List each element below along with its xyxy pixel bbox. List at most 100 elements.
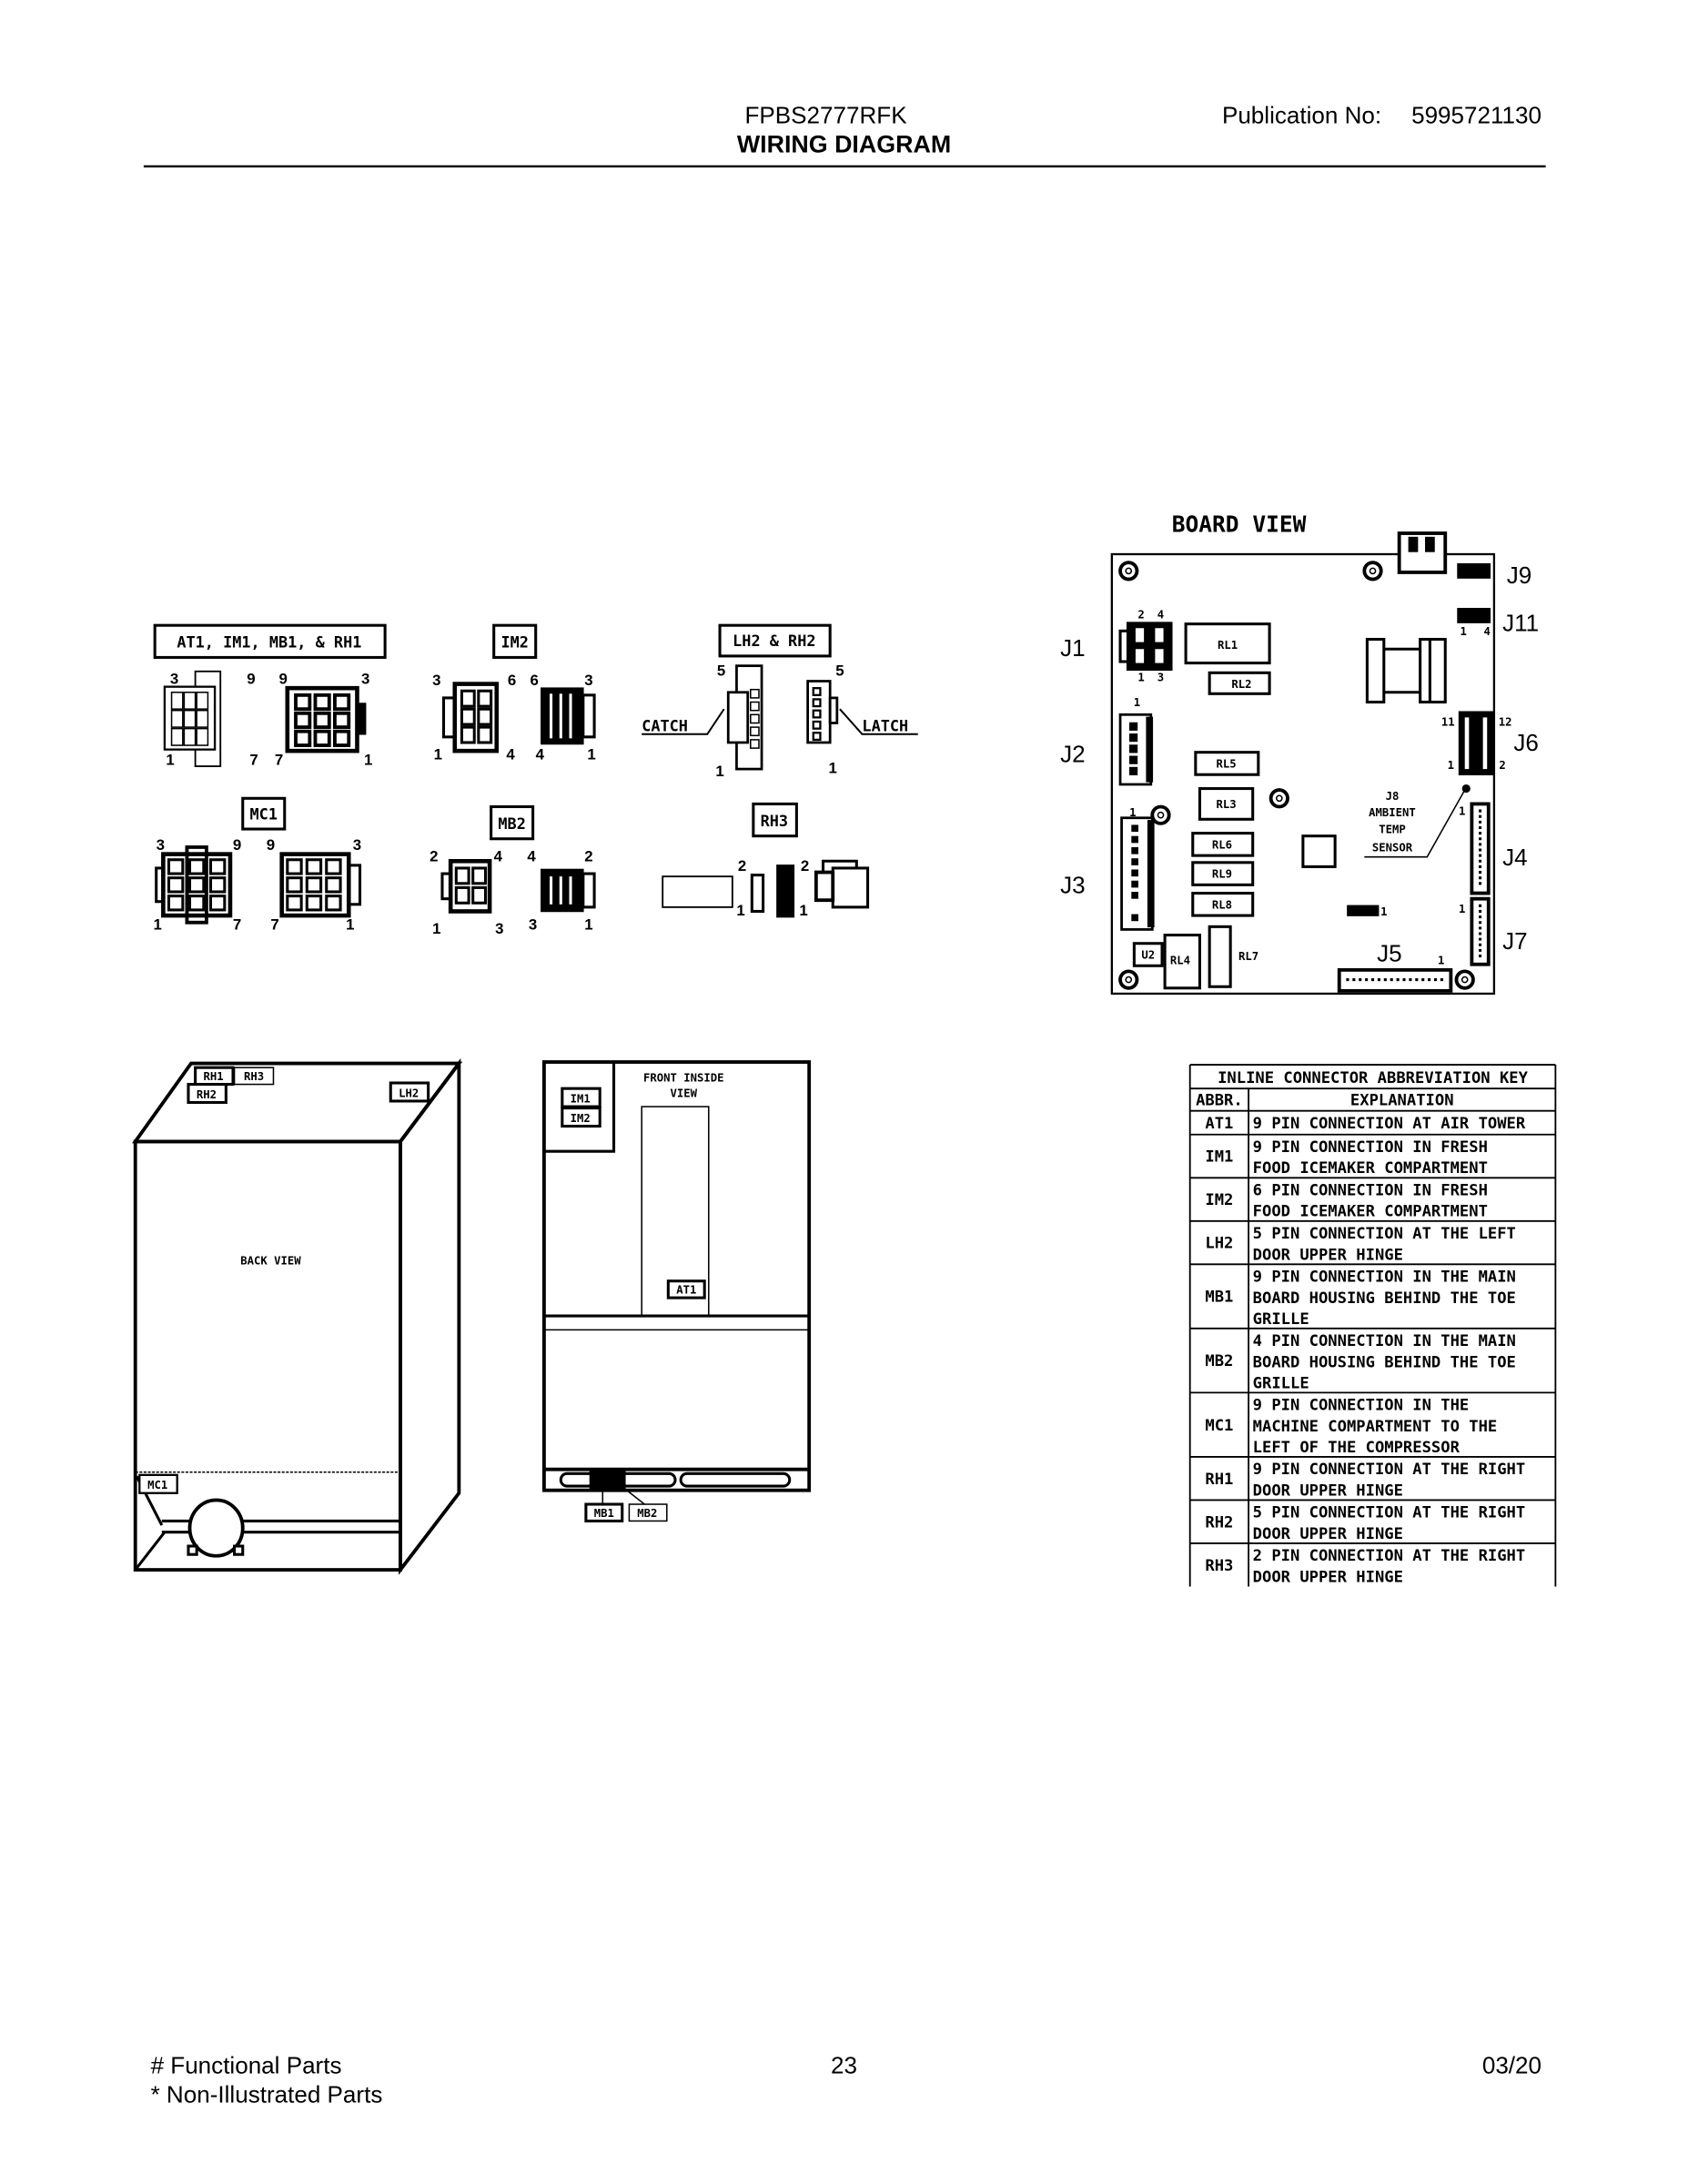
pin-number: 4 [506,745,515,763]
pin-number: 1 [1137,672,1144,684]
connector-5pin-latch-icon [806,680,839,744]
temp-sensor-icon [1461,784,1471,794]
connector-label: IM2 [500,633,528,652]
catch-label: CATCH [642,717,688,735]
j9-connector-icon [1457,562,1491,579]
table-cell-explanation: GRILLE [1253,1310,1309,1329]
table-cell-explanation: 9 PIN CONNECTION IN THE [1253,1397,1470,1415]
header-3pin-icon [1347,905,1380,916]
jack-label-j9: J9 [1507,561,1532,589]
pin-number: 7 [270,915,278,933]
connector-2pin-icon [662,859,870,918]
sensor-label: AMBIENT [1369,806,1416,819]
connector-lh2-rh2: LH2 & RH2 CATCH LATCH 5 5 1 1 [642,623,918,780]
jack-label-j2: J2 [1060,740,1086,767]
j6-connector-icon [1458,711,1494,775]
connector-label: RH3 [761,812,788,830]
connector-male-6pin-icon [541,687,596,745]
revision-date: 03/20 [1482,2052,1541,2079]
connector-male-9pin-icon [285,685,367,753]
j4-connector-icon [1470,802,1491,895]
chip-icon [1301,834,1337,868]
table-cell-explanation: DOOR UPPER HINGE [1253,1246,1403,1264]
pin-number: 2 [1499,759,1505,772]
table-cell-abbr: MC1 [1205,1417,1233,1435]
connector-female-9pin-icon [163,670,222,767]
table-cell-explanation: 4 PIN CONNECTION IN THE MAIN [1253,1332,1516,1350]
relay-rl5: RL5 [1216,758,1236,771]
pin-number: 6 [508,672,516,689]
pin-number: 7 [275,751,283,768]
pin-number: 3 [1157,672,1164,684]
compressor-icon [187,1498,245,1558]
location-label-at1: AT1 [676,1284,696,1297]
mounting-hole-icon [1118,561,1475,990]
pin-number: 2 [1137,609,1144,622]
pin-number: 11 [1441,716,1455,729]
front-view-title: VIEW [670,1087,697,1099]
pin-number: 1 [434,745,442,763]
connector-at1-group: AT1, IM1, MB1, & RH1 3 9 9 3 1 7 7 1 [153,623,387,768]
pin-number: 1 [1459,903,1465,915]
front-view-title: FRONT INSIDE [643,1072,724,1085]
pin-number: 4 [527,847,536,864]
jack-label-j6: J6 [1513,729,1539,756]
table-cell-explanation: LEFT OF THE COMPRESSOR [1253,1439,1461,1457]
relay-rl2: RL2 [1231,678,1251,691]
table-cell-explanation: 5 PIN CONNECTION AT THE RIGHT [1253,1504,1526,1522]
board-view: BOARD VIEW J9 1 4 J11 J1 2 4 1 3 RL1 [1060,511,1539,996]
connector-female-6pin-icon [441,682,500,753]
pin-number: 9 [247,671,255,688]
pin-number: 9 [279,671,288,688]
connector-male-4pin-icon [541,868,596,913]
j9-power-connector-icon [1397,531,1448,574]
pin-number: 1 [166,751,174,768]
pin-number: 3 [170,671,178,688]
location-label-rh2: RH2 [197,1088,217,1101]
connector-label: MC1 [250,804,278,823]
pin-number: 12 [1499,716,1512,729]
location-label-im1: IM1 [571,1092,591,1105]
transformer-icon [1365,637,1447,704]
jack-label-j4: J4 [1502,844,1528,871]
pin-number: 3 [157,836,165,854]
table-cell-explanation: DOOR UPPER HINGE [1253,1525,1403,1543]
pin-number: 9 [267,836,275,854]
relay-rl6: RL6 [1212,838,1232,851]
location-label-lh2: LH2 [399,1087,419,1099]
table-cell-abbr: MB1 [1205,1289,1233,1307]
table-cell-explanation: DOOR UPPER HINGE [1253,1481,1403,1500]
pin-number: 1 [1459,805,1465,818]
relay-rl9: RL9 [1212,868,1232,881]
table-cell-abbr: LH2 [1205,1235,1233,1253]
table-cell-explanation: 5 PIN CONNECTION AT THE LEFT [1253,1225,1516,1243]
legend-functional-parts: # Functional Parts [151,2052,342,2079]
board-view-title: BOARD VIEW [1172,511,1307,537]
pin-number: 1 [154,915,162,933]
table-cell-explanation: DOOR UPPER HINGE [1253,1568,1403,1586]
pin-number: 1 [364,751,372,768]
pin-number: 1 [1460,625,1466,638]
location-label-mb2: MB2 [637,1507,657,1520]
jack-label-j5: J5 [1377,940,1402,967]
pin-number: 1 [1134,696,1140,709]
relay-rl7: RL7 [1238,950,1258,963]
table-cell-abbr: AT1 [1205,1115,1233,1133]
location-label-mc1: MC1 [147,1479,167,1491]
page-title: WIRING DIAGRAM [737,130,951,157]
relay-rl3: RL3 [1216,798,1236,811]
pin-number: 5 [835,662,844,679]
publication-number: 5995721130 [1411,101,1541,128]
back-view-title: BACK VIEW [240,1254,301,1267]
pin-number: 1 [432,920,440,937]
table-cell-explanation: 2 PIN CONNECTION AT THE RIGHT [1253,1547,1526,1565]
pin-number: 4 [536,745,545,763]
pin-number: 1 [799,902,807,919]
sensor-label: TEMP [1379,824,1406,836]
pin-number: 7 [249,751,258,768]
j11-connector-icon [1457,608,1491,623]
page-footer: # Functional Parts * Non-Illustrated Par… [151,2052,1541,2108]
pin-number: 3 [584,672,592,689]
column-header-explanation: EXPLANATION [1350,1092,1454,1110]
